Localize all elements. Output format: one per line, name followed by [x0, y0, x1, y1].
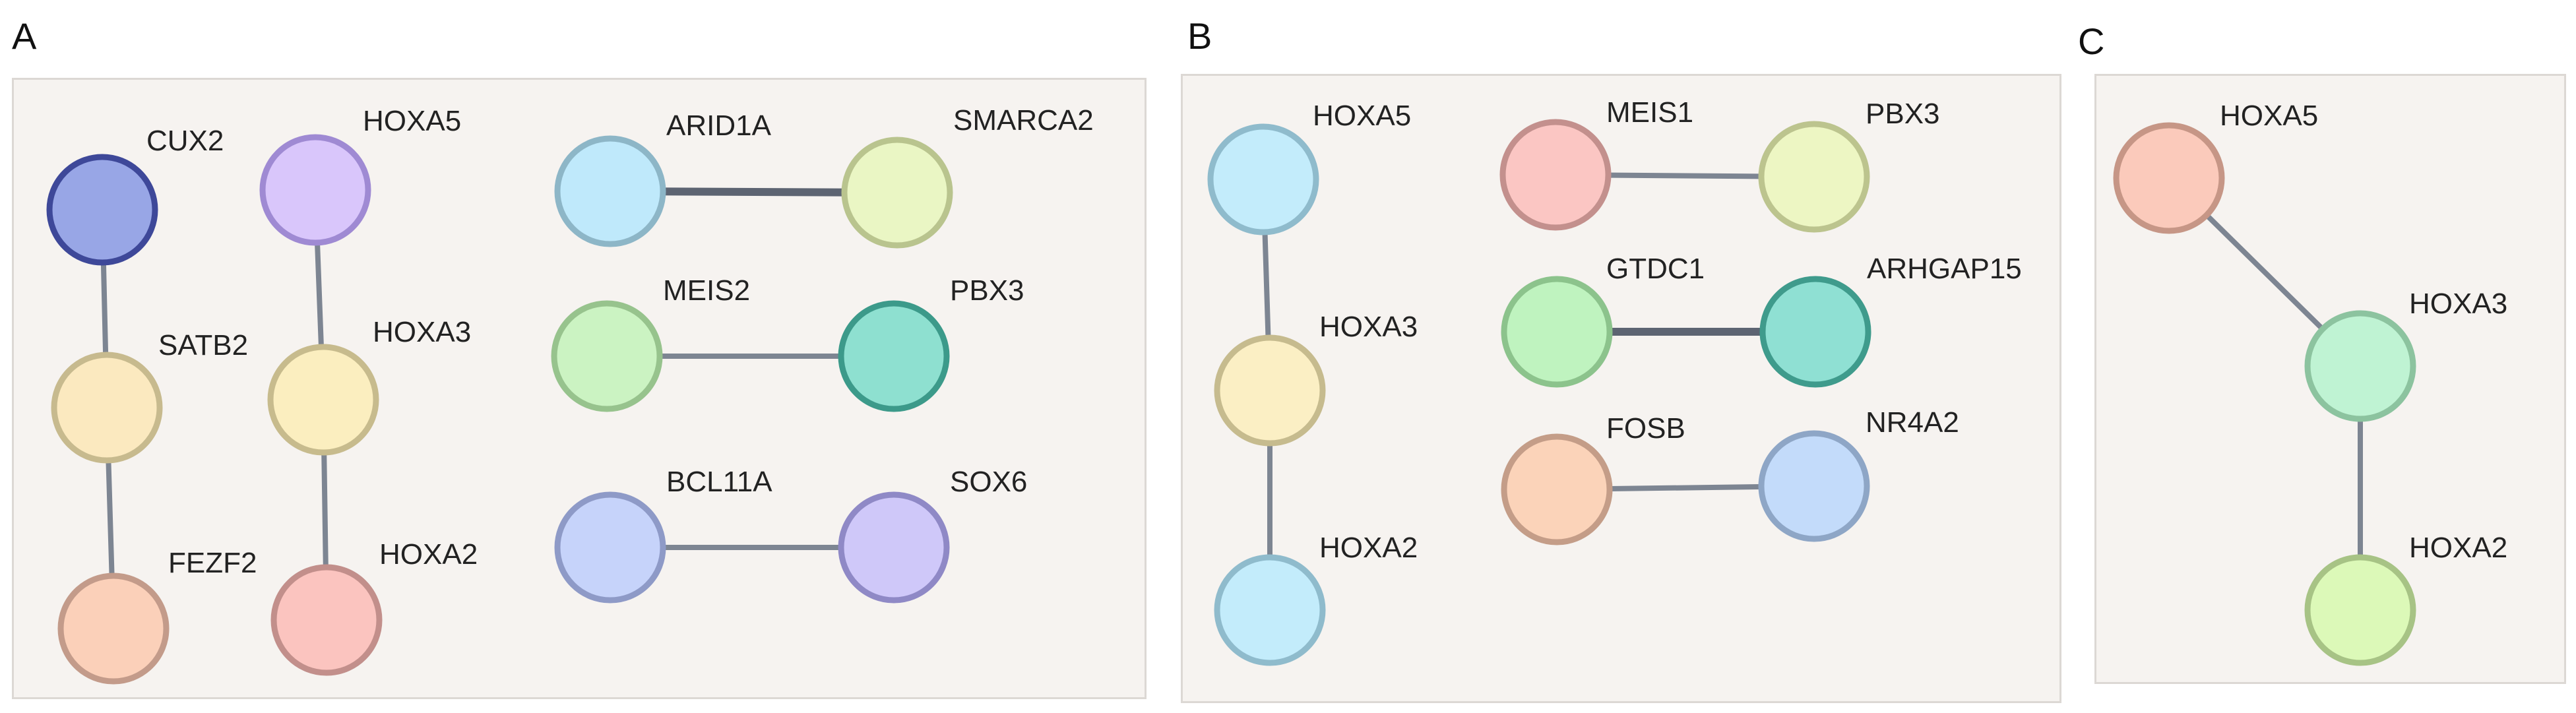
panel-c-node-label-hoxa3: HOXA3 [2409, 288, 2507, 320]
panel-c-node-label-hoxa5: HOXA5 [2220, 100, 2318, 132]
panel-b-node-label-pbx3: PBX3 [1866, 98, 1940, 130]
panel-b-node-label-nr4a2: NR4A2 [1866, 406, 1959, 439]
panel-a-node-hoxa3[interactable] [267, 344, 379, 456]
panel-b-node-gtdc1[interactable] [1501, 276, 1613, 388]
panel-c-node-label-hoxa2: HOXA2 [2409, 532, 2507, 564]
panel-a-node-label-smarca2: SMARCA2 [953, 104, 1094, 137]
panel-c-letter: C [2078, 20, 2105, 62]
panel-b-node-label-hoxa3: HOXA3 [1319, 311, 1418, 343]
panel-a-node-label-cux2: CUX2 [146, 125, 224, 157]
panel-b-node-fosb[interactable] [1501, 433, 1613, 545]
panel-b-node-label-fosb: FOSB [1606, 412, 1685, 445]
panel-b-node-hoxa2[interactable] [1214, 554, 1326, 666]
panel-c-node-hoxa5[interactable] [2113, 122, 2225, 234]
panel-a-node-label-arid1a: ARID1A [666, 109, 772, 142]
panel-a-node-cux2[interactable] [46, 154, 158, 266]
panel-a-node-label-sox6: SOX6 [950, 466, 1027, 498]
panel-b-node-nr4a2[interactable] [1758, 430, 1870, 542]
panel-a-node-label-pbx3: PBX3 [950, 274, 1024, 307]
panel-a-node-pbx3[interactable] [838, 300, 950, 412]
panel-a-node-label-bcl11a: BCL11A [666, 466, 772, 498]
panel-b-letter: B [1187, 15, 1212, 57]
panel-a-node-hoxa5[interactable] [259, 134, 371, 246]
panel-b-node-pbx3[interactable] [1758, 121, 1870, 233]
panel-a-node-bcl11a[interactable] [554, 491, 666, 604]
panel-a-letter: A [12, 15, 37, 57]
panel-a-node-label-meis2: MEIS2 [663, 274, 750, 307]
panel-a-node-arid1a[interactable] [554, 135, 666, 247]
panel-a-node-smarca2[interactable] [841, 137, 953, 249]
panel-a-node-hoxa2[interactable] [270, 564, 383, 676]
panel-a-node-label-hoxa5: HOXA5 [363, 105, 461, 137]
panel-b-node-label-gtdc1: GTDC1 [1606, 253, 1705, 285]
panel-b-node-label-hoxa2: HOXA2 [1319, 532, 1418, 564]
panel-a-node-satb2[interactable] [51, 352, 163, 464]
panel-a-node-label-hoxa3: HOXA3 [373, 316, 471, 348]
panel-b-node-label-meis1: MEIS1 [1606, 96, 1693, 129]
panel-b-background [1181, 74, 2061, 703]
panel-a-node-label-satb2: SATB2 [158, 329, 248, 361]
panel-b-node-meis1[interactable] [1499, 119, 1612, 231]
panel-b-node-arhgap15[interactable] [1759, 276, 1871, 388]
panel-a-node-fezf2[interactable] [57, 573, 170, 685]
panel-b-node-label-arhgap15: ARHGAP15 [1867, 253, 2022, 285]
panel-a-node-sox6[interactable] [838, 491, 950, 604]
panel-b-node-hoxa5[interactable] [1207, 123, 1319, 235]
panel-b-node-label-hoxa5: HOXA5 [1313, 100, 1411, 132]
panel-a-node-meis2[interactable] [551, 300, 663, 412]
panel-a-node-label-fezf2: FEZF2 [168, 547, 257, 579]
panel-c-node-hoxa2[interactable] [2304, 554, 2416, 666]
panel-a-node-label-hoxa2: HOXA2 [379, 538, 478, 571]
panel-b-node-hoxa3[interactable] [1214, 334, 1326, 447]
panel-c-node-hoxa3[interactable] [2304, 310, 2416, 422]
